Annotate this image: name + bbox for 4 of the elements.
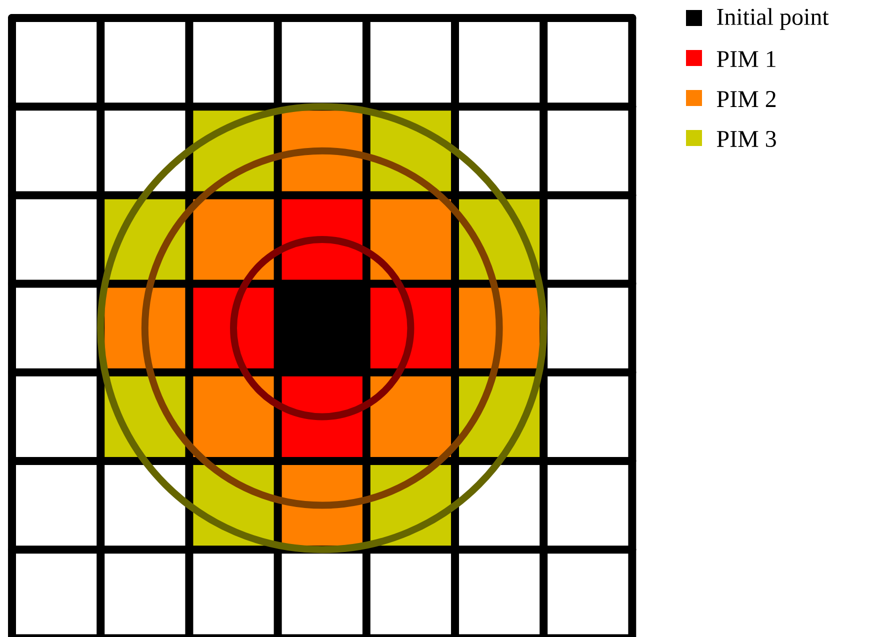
legend-label: Initial point xyxy=(717,8,829,30)
legend-label: PIM 1 xyxy=(716,51,776,67)
legend-label: PIM 2 xyxy=(716,91,776,107)
legend-label: PIM 3 xyxy=(716,130,776,148)
